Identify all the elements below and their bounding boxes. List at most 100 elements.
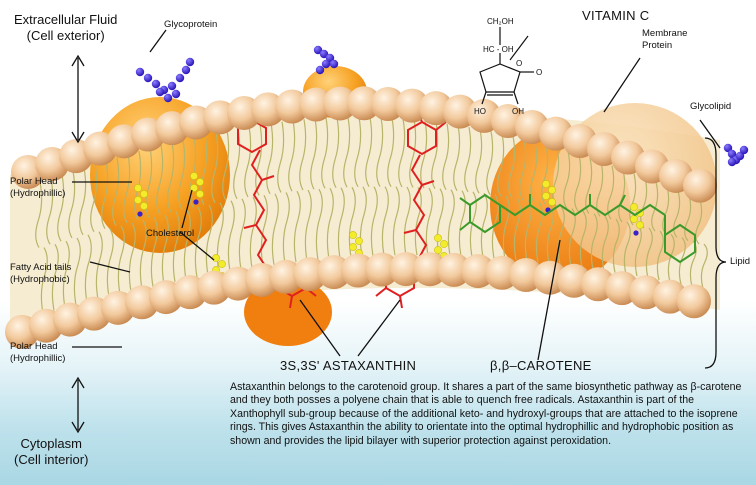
fatty-acid-line1: Fatty Acid tails (10, 262, 72, 273)
fatty-acid-tail (700, 243, 708, 289)
fatty-acid-tail (343, 117, 351, 188)
fatty-acid-tail (623, 221, 631, 275)
fatty-acid-tail (634, 224, 642, 277)
carotene-label: β,β–CAROTENE (490, 358, 592, 373)
fatty-acid-tail (695, 199, 703, 245)
polar-head-top-label: Polar Head (Hydrophillic) (10, 176, 65, 200)
fatty-acid-tail (348, 186, 356, 258)
fatty-acid-label: Fatty Acid tails (Hydrophobic) (10, 262, 71, 286)
fatty-acid-tail (447, 189, 455, 256)
cholesterol-ring (630, 215, 638, 223)
cholesterol-ring (218, 260, 226, 268)
cholesterol-ring (630, 203, 638, 211)
fatty-acid-tail (200, 134, 208, 206)
lipid-head-top (347, 86, 381, 121)
glycan-unit (175, 73, 185, 83)
astaxanthin-label: 3S,3S' ASTAXANTHIN (280, 358, 417, 373)
fatty-acid-tail (403, 186, 411, 256)
glycan-unit (735, 151, 745, 161)
fatty-acid-tail (387, 118, 395, 188)
lipid-head-bottom (413, 252, 447, 287)
fatty-acid-tail (469, 191, 477, 257)
fatty-acid-tail (46, 178, 54, 245)
fatty-acid-tail (128, 222, 136, 292)
cholesterol-ring (190, 172, 198, 180)
cholesterol-ring (440, 240, 448, 248)
fatty-acid-tail (117, 225, 125, 295)
fatty-acid-tail (150, 216, 158, 287)
fatty-acid-tail (409, 119, 417, 188)
cholesterol-ring (196, 190, 204, 198)
fatty-acid-tail (513, 197, 521, 260)
fatty-acid-tail (156, 144, 164, 215)
vitamin-c-ring-o: O (516, 59, 522, 68)
glycan-unit (163, 93, 173, 103)
lipid-head-bottom (677, 284, 711, 319)
fatty-acid-tail (678, 237, 686, 285)
extracellular-subtitle: (Cell exterior) (26, 28, 105, 43)
fatty-acid-tail (442, 123, 450, 190)
extracellular-title: Extracellular Fluid (14, 12, 118, 27)
fatty-acid-tail (51, 244, 59, 311)
fatty-acid-tail (601, 216, 609, 271)
cholesterol-ring (548, 198, 556, 206)
fatty-acid-tail (288, 120, 296, 192)
fatty-acid-tail (106, 228, 114, 297)
fatty-acid-tail (519, 138, 527, 201)
vitamin-c-carbonyl-o: O (536, 68, 542, 77)
fatty-acid-tail (40, 247, 48, 314)
fatty-acid-tail (370, 186, 378, 257)
glycan-unit (135, 67, 145, 77)
fatty-acid-tail (233, 127, 241, 200)
cholesterol-ring (349, 231, 357, 239)
cholesterol-ring (355, 237, 363, 245)
glycan-unit (151, 79, 161, 89)
fatty-acid-tail (453, 125, 461, 191)
cytoplasm-subtitle: (Cell interior) (14, 452, 89, 467)
lipid-head-bottom (365, 252, 399, 287)
fatty-acid-tail (425, 187, 433, 256)
fatty-acid-tail (673, 190, 681, 238)
fatty-acid-tail (475, 129, 483, 194)
fatty-acid-tail (35, 181, 43, 248)
fatty-acid-tail (282, 192, 290, 264)
fatty-acid-tail (480, 192, 488, 258)
glycan-unit (143, 73, 153, 83)
glycan-unit (167, 81, 177, 91)
membrane-protein-line1: Membrane (642, 28, 688, 39)
fatty-acid-tail (172, 211, 180, 282)
fatty-acid-tail (420, 120, 428, 189)
cholesterol-label: Cholesterol (146, 228, 195, 239)
vitamin-c-label: VITAMIN C (582, 8, 650, 23)
fatty-acid-tail (84, 234, 92, 303)
fatty-acid-tail (123, 154, 131, 224)
fatty-acid-tail (112, 157, 120, 227)
fatty-acid-tail (90, 164, 98, 233)
vitamin-c-hcoh: HC - OH (483, 45, 514, 54)
glycan-unit (727, 157, 737, 167)
fatty-acid-tail (277, 121, 285, 193)
cholesterol-ring (636, 221, 644, 229)
fatty-acid-tail (502, 195, 510, 259)
cholesterol-ring (196, 178, 204, 186)
fatty-acid-tail (62, 240, 70, 308)
cholesterol-ring (542, 192, 550, 200)
glycan-unit (313, 45, 323, 55)
glycolipid-label: Glycolipid (690, 101, 732, 112)
fatty-acid-tail (563, 151, 571, 209)
caption-text: Astaxanthin belongs to the carotenoid gr… (230, 381, 742, 447)
glycan-unit (185, 57, 195, 67)
fatty-acid-tail (271, 193, 279, 265)
polar-head-bottom-label: Polar Head (Hydrophillic) (10, 341, 65, 365)
fatty-acid-tail (326, 188, 334, 259)
fatty-acid-tail (194, 206, 202, 278)
cholesterol-ring (434, 246, 442, 254)
cholesterol-ring (434, 234, 442, 242)
fatty-acid-tail (178, 139, 186, 210)
lipid-head-top (323, 86, 357, 121)
fatty-acid-tail (205, 204, 213, 276)
fatty-acid-tail (222, 129, 230, 201)
glycan-unit (181, 65, 191, 75)
fatty-acid-tail (414, 187, 422, 256)
fatty-acid-tail (293, 190, 301, 263)
